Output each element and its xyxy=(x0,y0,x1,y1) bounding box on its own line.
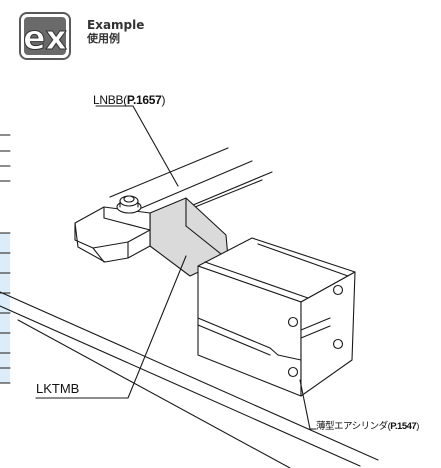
example-badge-icon: ex xyxy=(19,12,71,60)
lnbb-close-paren: ) xyxy=(161,93,166,107)
lnbb-page-ref: P.1657 xyxy=(126,93,162,107)
cylinder-close-paren: ) xyxy=(416,421,419,432)
lnbb-open-paren: ( xyxy=(123,93,127,107)
badge-mark-text: ex xyxy=(23,18,67,57)
lnbb-part: LNBB xyxy=(93,93,124,107)
lktmb-callout: LKTMB xyxy=(36,381,80,396)
base-plate-lines xyxy=(0,291,379,468)
clamp-bolt xyxy=(116,195,142,214)
badge-title: Example xyxy=(87,18,145,32)
cylinder-open-paren: ( xyxy=(387,421,391,432)
cylinder-part: 薄型エアシリンダ xyxy=(316,421,388,432)
leader-lines xyxy=(35,105,317,430)
badge-label: Example 使用例 xyxy=(87,18,144,46)
badge-subtitle: 使用例 xyxy=(87,32,120,45)
cylinder-callout: 薄型エアシリンダ(P.1547) xyxy=(316,418,419,432)
thin-air-cylinder xyxy=(197,237,356,397)
table-fragment xyxy=(0,134,11,384)
lnbb-callout: LNBB(P.1657) xyxy=(93,93,166,107)
cylinder-page-ref: P.1547 xyxy=(390,421,417,432)
lktmb-plate xyxy=(74,197,229,277)
